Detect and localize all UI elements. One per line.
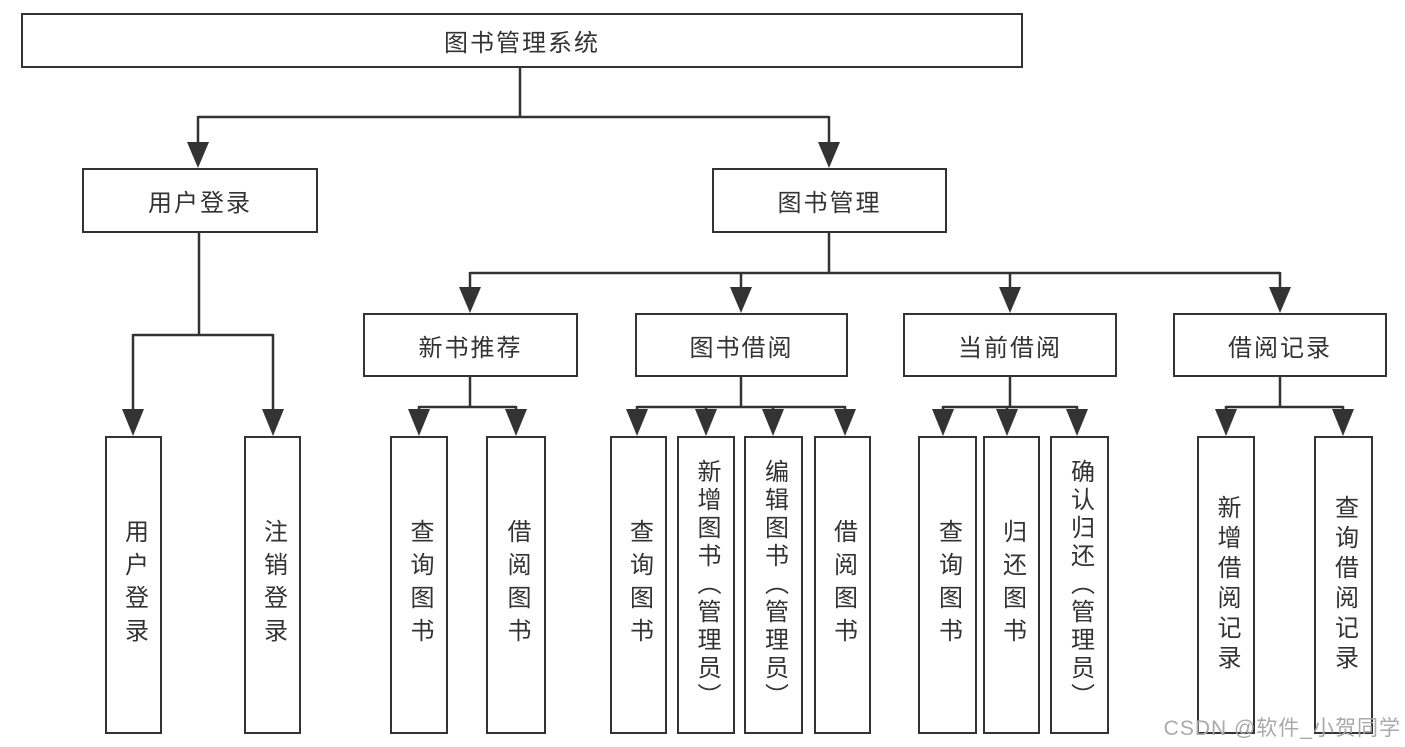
connector-current-branch <box>941 377 1079 410</box>
node-leaf-cb-confirm-return-admin-label: 确认归还（管理员） <box>1066 459 1094 711</box>
node-leaf-cb-query-books: 查询图书 <box>918 436 977 734</box>
node-user-login-group-label: 用户登录 <box>148 190 252 217</box>
csdn-watermark: CSDN @软件_小贺同学 <box>1163 717 1401 740</box>
arrowheads <box>122 142 1354 436</box>
node-borrow-records: 借阅记录 <box>1173 313 1387 377</box>
connector-borrowing-branch <box>635 377 847 410</box>
node-leaf-bb-edit-books-admin-label: 编辑图书（管理员） <box>760 459 788 711</box>
node-root-library-system: 图书管理系统 <box>21 13 1023 68</box>
node-book-borrowing: 图书借阅 <box>635 313 848 377</box>
node-leaf-rec-add-record-label: 新增借阅记录 <box>1213 495 1240 675</box>
node-leaf-bb-edit-books-admin: 编辑图书（管理员） <box>744 436 803 734</box>
node-leaf-bb-borrow-books: 借阅图书 <box>814 436 871 734</box>
connector-root-to-level2 <box>196 68 831 144</box>
node-leaf-bb-borrow-books-label: 借阅图书 <box>829 519 857 651</box>
node-leaf-rec-query-record: 查询借阅记录 <box>1314 436 1373 734</box>
node-current-borrowing: 当前借阅 <box>903 313 1117 377</box>
node-leaf-rec-query-record-label: 查询借阅记录 <box>1330 495 1358 675</box>
connector-records-branch <box>1224 377 1345 410</box>
node-leaf-cb-confirm-return-admin: 确认归还（管理员） <box>1050 436 1109 734</box>
node-new-book-recommend-label: 新书推荐 <box>418 334 523 362</box>
connector-new-books-branch <box>417 377 518 410</box>
node-leaf-user-login: 用户登录 <box>105 436 162 734</box>
node-leaf-cb-query-books-label: 查询图书 <box>934 519 962 651</box>
node-leaf-bb-query-books: 查询图书 <box>610 436 667 734</box>
node-new-book-recommend: 新书推荐 <box>363 313 578 377</box>
node-leaf-cb-return-books: 归还图书 <box>983 436 1040 734</box>
node-leaf-logout: 注销登录 <box>244 436 301 734</box>
connector-book-mgmt-branch <box>468 233 1282 289</box>
node-book-borrowing-label: 图书借阅 <box>689 334 794 362</box>
node-current-borrowing-label: 当前借阅 <box>958 334 1062 362</box>
node-book-management-label: 图书管理 <box>777 190 882 217</box>
node-leaf-bb-query-books-label: 查询图书 <box>625 519 653 651</box>
connector-user-login-branch <box>131 233 275 410</box>
node-leaf-nb-borrow-books-label: 借阅图书 <box>503 519 530 651</box>
node-leaf-user-login-label: 用户登录 <box>120 519 148 651</box>
node-leaf-nb-query-books-label: 查询图书 <box>406 519 433 651</box>
node-leaf-bb-add-books-admin: 新增图书（管理员） <box>677 436 735 734</box>
node-leaf-nb-query-books: 查询图书 <box>390 436 448 734</box>
node-leaf-logout-label: 注销登录 <box>259 519 287 651</box>
node-leaf-cb-return-books-label: 归还图书 <box>998 519 1026 651</box>
node-book-management: 图书管理 <box>712 168 947 233</box>
node-leaf-bb-add-books-admin-label: 新增图书（管理员） <box>693 459 720 711</box>
node-user-login-group: 用户登录 <box>82 168 318 233</box>
node-borrow-records-label: 借阅记录 <box>1228 334 1332 362</box>
node-root-label: 图书管理系统 <box>444 30 600 57</box>
node-leaf-nb-borrow-books: 借阅图书 <box>486 436 546 734</box>
node-leaf-rec-add-record: 新增借阅记录 <box>1197 436 1255 734</box>
